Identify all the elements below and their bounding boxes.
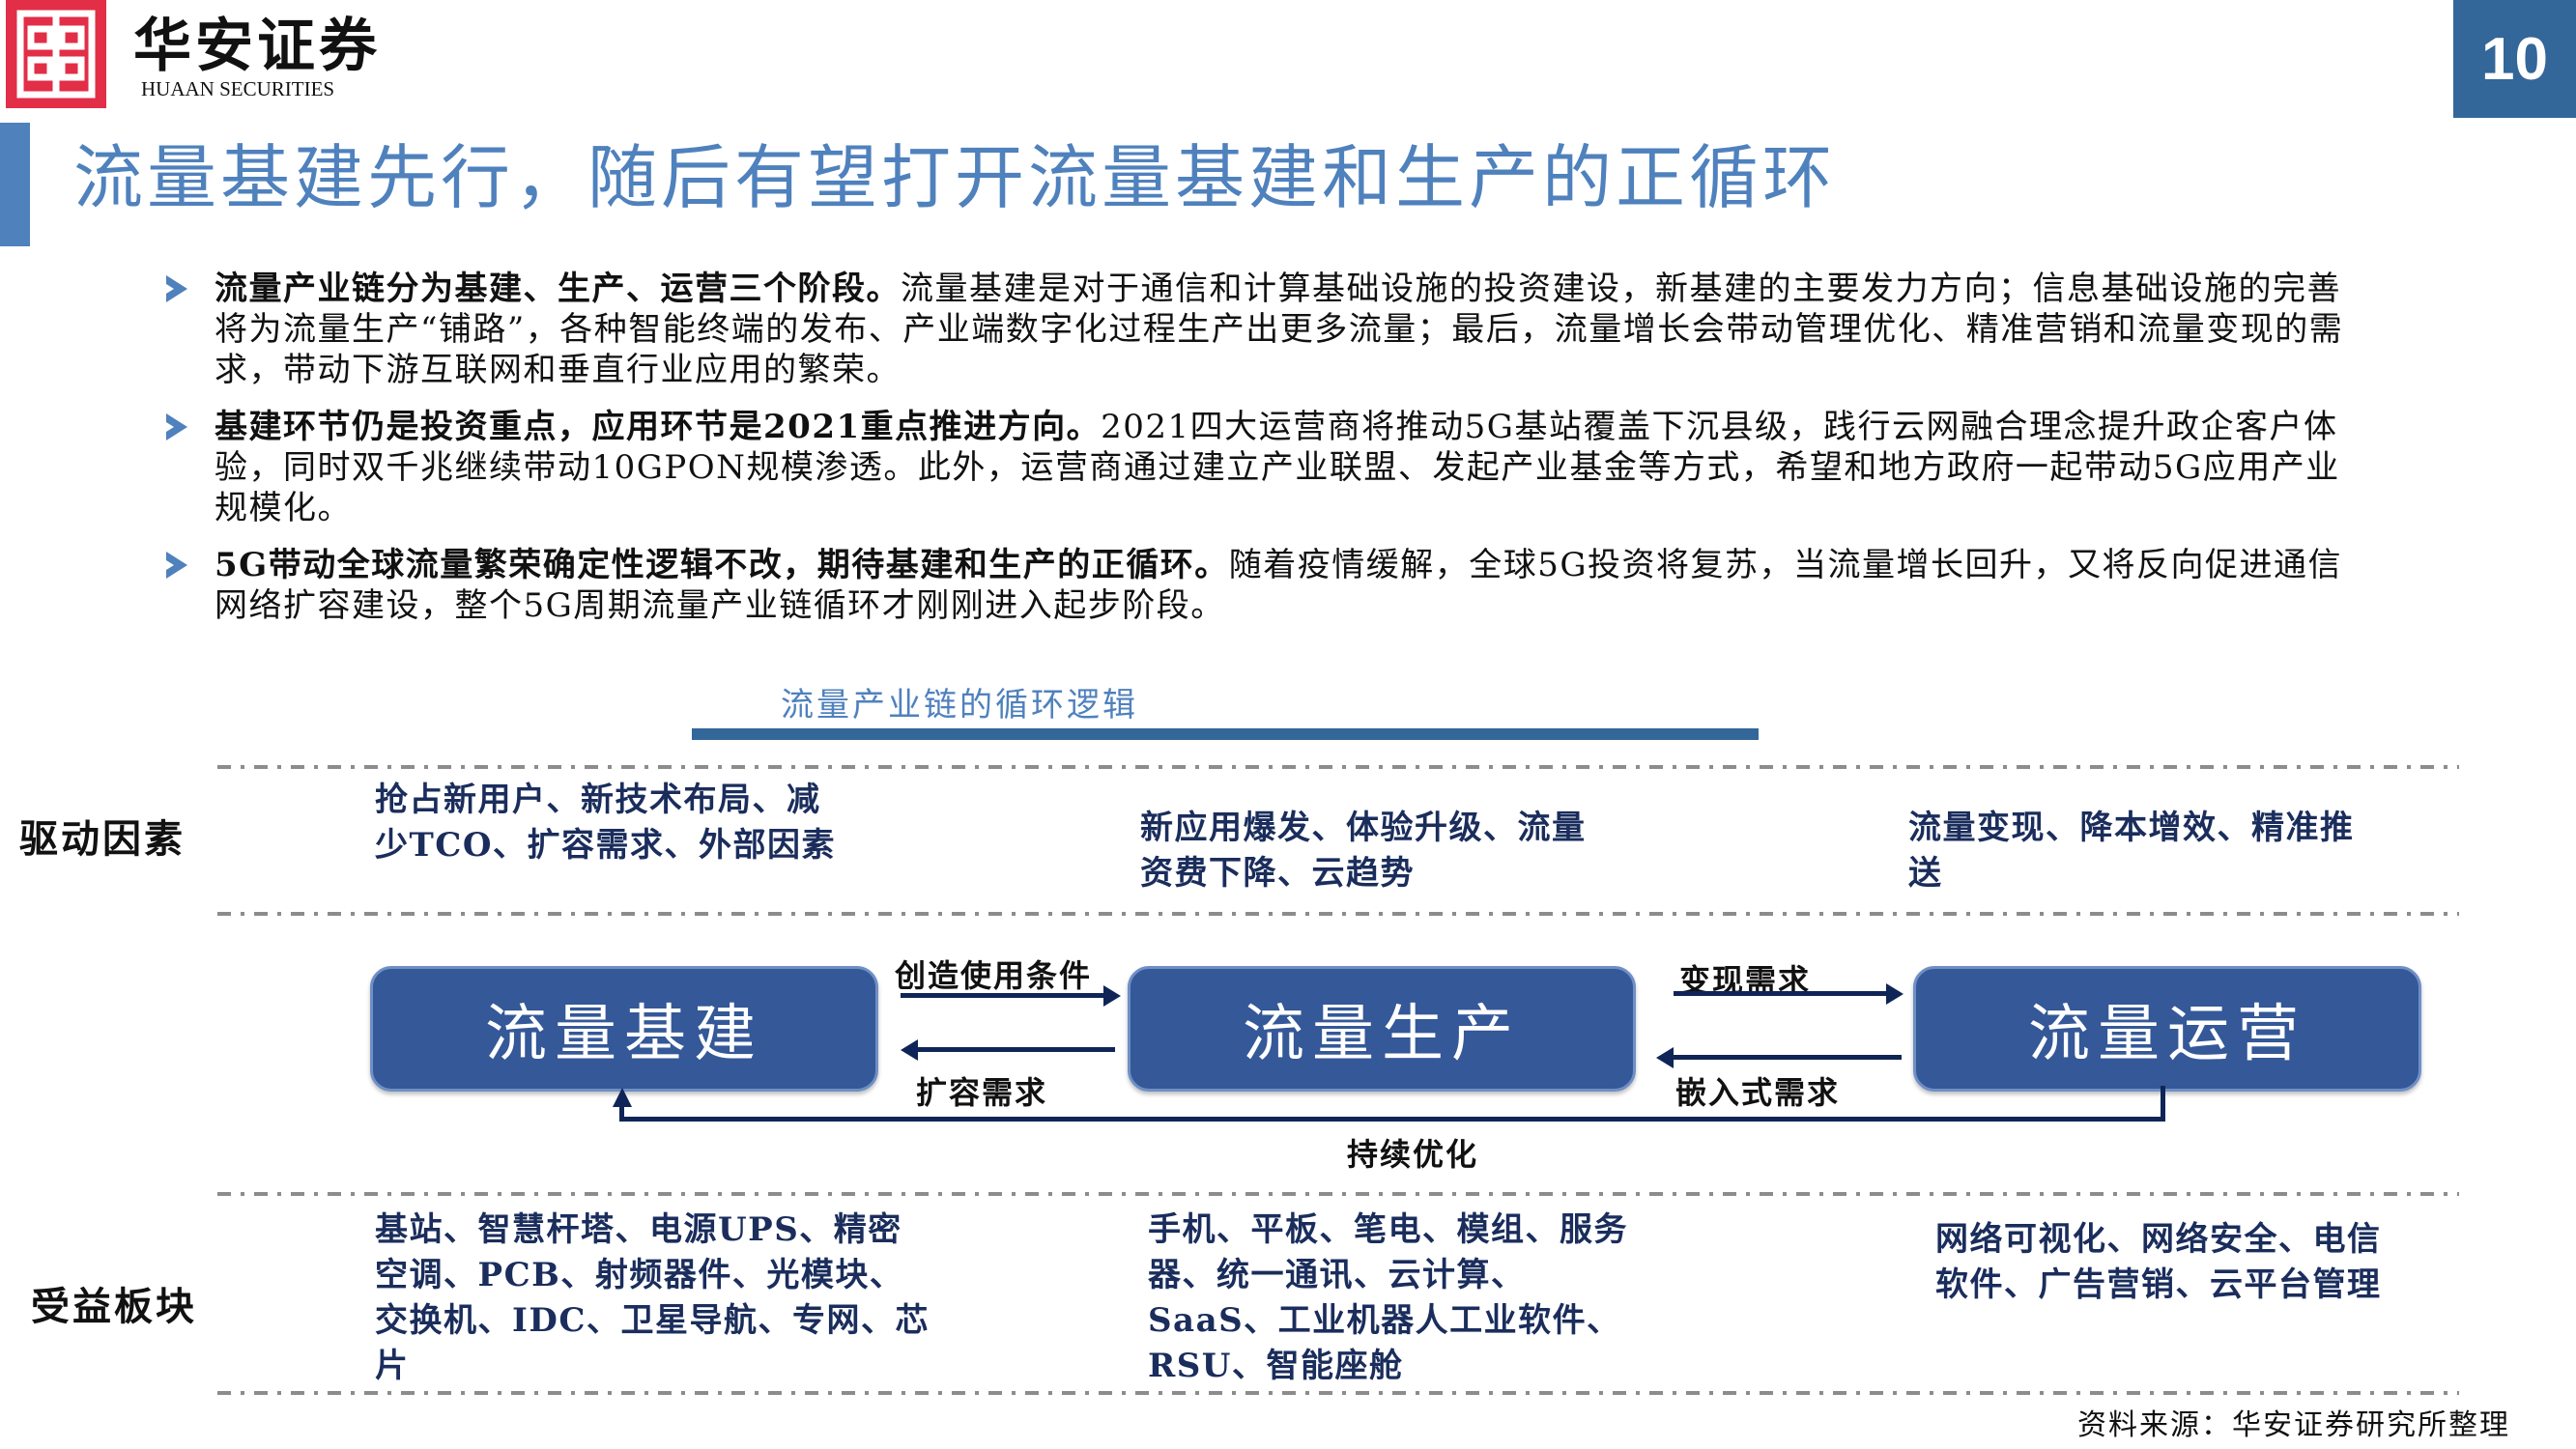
title-accent-bar bbox=[0, 123, 30, 246]
arrow-left-icon bbox=[901, 1039, 918, 1061]
feedback-line-up-from-operations bbox=[2161, 1086, 2165, 1121]
bullet-arrow-icon bbox=[166, 275, 187, 302]
edge-label-create-conditions: 创造使用条件 bbox=[895, 957, 1093, 994]
bullet-text: 流量基建是对于通信和计算基础设施的投资建设，新基建的主要发力方向；信息基础设施的… bbox=[215, 270, 2344, 389]
bullet-item: 基建环节仍是投资重点，应用环节是2021重点推进方向。2021四大运营商将推动5… bbox=[164, 407, 2348, 528]
beneficiary-operations: 网络可视化、网络安全、电信软件、广告营销、云平台管理 bbox=[1935, 1220, 2382, 1304]
node-traffic-operations: 流量运营 bbox=[1913, 966, 2421, 1092]
page-number-badge: 10 bbox=[2453, 0, 2576, 118]
arrow-production-to-infra-line bbox=[918, 1047, 1115, 1052]
edge-label-expansion-demand: 扩容需求 bbox=[916, 1074, 1048, 1111]
diagram-title-rule bbox=[692, 728, 1759, 740]
source-note: 资料来源：华安证券研究所整理 bbox=[2077, 1408, 2510, 1442]
beneficiary-production: 手机、平板、笔电、模组、服务器、统一通讯、云计算、SaaS、工业机器人工业软件、… bbox=[1148, 1210, 1628, 1385]
logo-mark bbox=[6, 0, 106, 108]
bullet-text: 2021四大运营商将推动5G基站覆盖下沉县级，践行云网融合理念提升政企客户体验，… bbox=[215, 408, 2340, 527]
edge-label-embedded-demand: 嵌入式需求 bbox=[1675, 1074, 1841, 1111]
bullet-item: 5G带动全球流量繁荣确定性逻辑不改，期待基建和生产的正循环。随着疫情缓解，全球5… bbox=[164, 545, 2348, 626]
driver-production: 新应用爆发、体验升级、流量资费下降、云趋势 bbox=[1140, 809, 1587, 893]
row-label-drivers: 驱动因素 bbox=[19, 816, 186, 862]
driver-infra: 抢占新用户、新技术布局、减少TCO、扩容需求、外部因素 bbox=[375, 781, 836, 865]
arrow-up-icon bbox=[613, 1088, 632, 1107]
bullet-lead: 基建环节仍是投资重点，应用环节是2021重点推进方向。 bbox=[215, 408, 1102, 446]
arrow-right-icon bbox=[1103, 985, 1121, 1007]
feedback-line-bottom bbox=[619, 1117, 2165, 1122]
bullet-lead: 流量产业链分为基建、生产、运营三个阶段。 bbox=[215, 270, 901, 308]
bullet-lead: 5G带动全球流量繁荣确定性逻辑不改，期待基建和生产的正循环。 bbox=[215, 546, 1229, 584]
edge-label-continuous-optimization: 持续优化 bbox=[1347, 1136, 1479, 1173]
driver-operations: 流量变现、降本增效、精准推送 bbox=[1908, 809, 2355, 893]
bullet-text: 随着疫情缓解，全球5G投资将复苏，当流量增长回升，又将反向促进通信网络扩容建设，… bbox=[215, 546, 2342, 625]
logo-chinese-name: 华安证券 bbox=[133, 13, 381, 80]
feedback-line-up-to-infra bbox=[619, 1103, 624, 1122]
diagram-title: 流量产业链的循环逻辑 bbox=[781, 686, 1138, 724]
node-traffic-production: 流量生产 bbox=[1128, 966, 1636, 1092]
arrow-production-to-operations-line bbox=[1674, 991, 1888, 996]
arrow-operations-to-production-line bbox=[1674, 1055, 1902, 1060]
row-label-beneficiaries: 受益板块 bbox=[31, 1284, 197, 1329]
beneficiary-infra: 基站、智慧杆塔、电源UPS、精密空调、PCB、射频器件、光模块、交换机、IDC、… bbox=[375, 1210, 930, 1385]
bullet-item: 流量产业链分为基建、生产、运营三个阶段。流量基建是对于通信和计算基础设施的投资建… bbox=[164, 269, 2348, 390]
logo-knot-icon bbox=[16, 10, 96, 99]
separator-drivers-bottom bbox=[217, 912, 2459, 916]
bullet-list: 流量产业链分为基建、生产、运营三个阶段。流量基建是对于通信和计算基础设施的投资建… bbox=[164, 269, 2348, 642]
arrow-infra-to-production-line bbox=[901, 993, 1105, 998]
page-title: 流量基建先行，随后有望打开流量基建和生产的正循环 bbox=[73, 137, 1837, 218]
logo-english-name: HUAAN SECURITIES bbox=[141, 77, 335, 100]
arrow-left-icon bbox=[1656, 1047, 1674, 1068]
separator-drivers-top bbox=[217, 765, 2459, 769]
separator-beneficiaries-bottom bbox=[217, 1391, 2459, 1395]
node-traffic-infrastructure: 流量基建 bbox=[370, 966, 878, 1092]
bullet-arrow-icon bbox=[166, 552, 187, 579]
arrow-right-icon bbox=[1886, 983, 1903, 1005]
separator-beneficiaries-top bbox=[217, 1192, 2459, 1196]
bullet-arrow-icon bbox=[166, 413, 187, 440]
